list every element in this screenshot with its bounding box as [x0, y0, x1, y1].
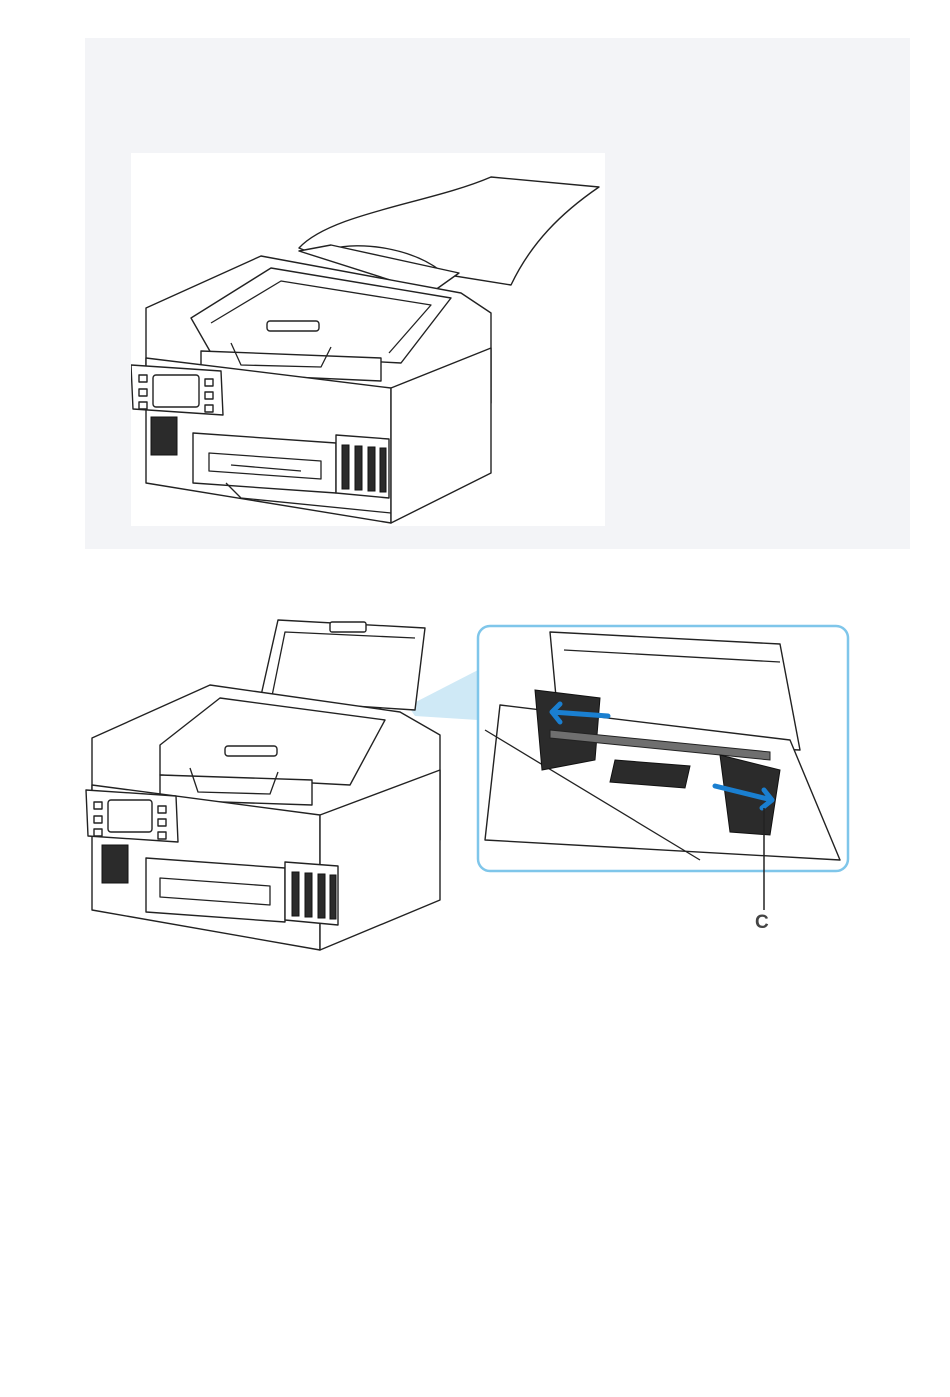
paper-guides-illustration — [80, 610, 860, 955]
callout-label-c: C — [755, 912, 769, 934]
printer-long-paper-illustration — [131, 153, 605, 526]
